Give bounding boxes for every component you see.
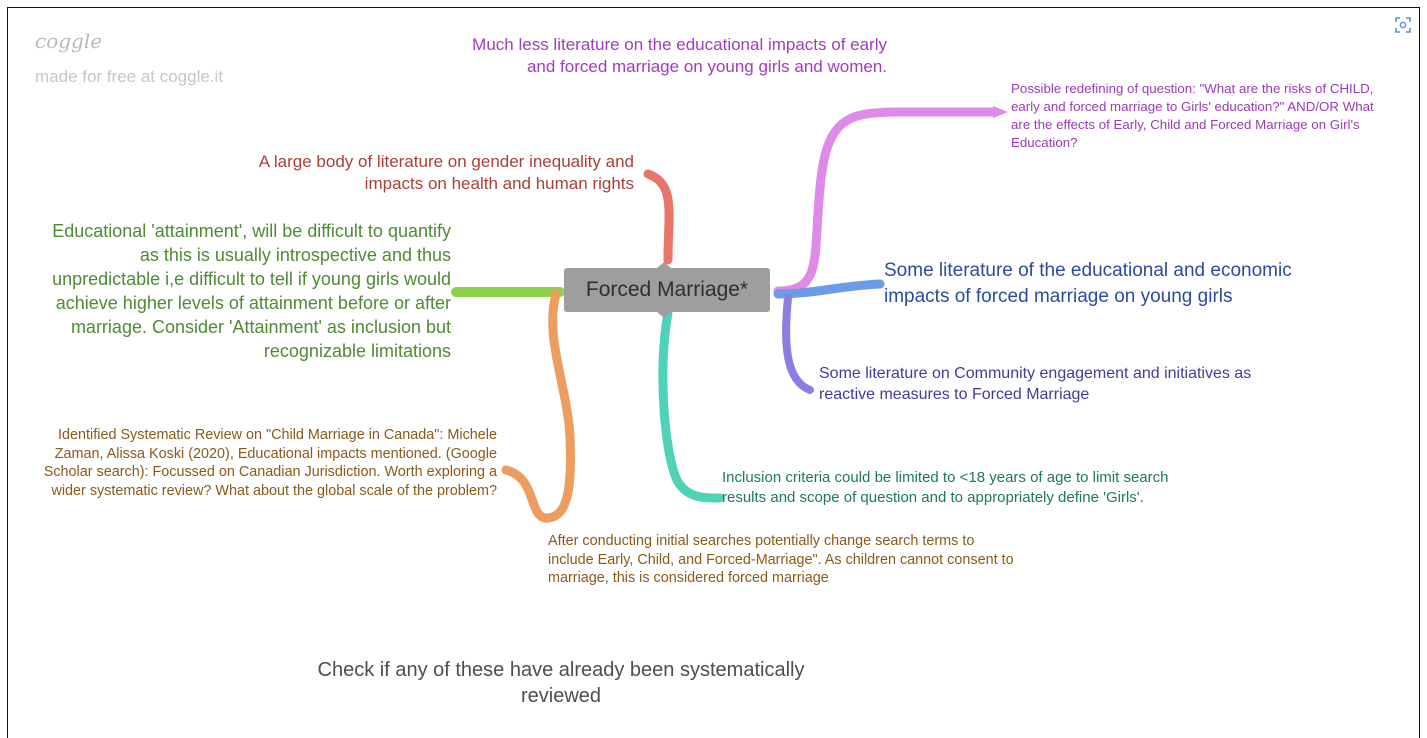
central-node-label: Forced Marriage* bbox=[585, 278, 749, 301]
central-node[interactable]: Forced Marriage* bbox=[564, 268, 770, 312]
coggle-logo: coggle bbox=[35, 29, 103, 53]
mindmap-canvas[interactable]: coggle made for free at coggle.it Forced… bbox=[7, 7, 1420, 738]
center-node-notch bbox=[656, 311, 672, 318]
center-node-notch bbox=[656, 262, 672, 269]
node-orange-left[interactable]: Identified Systematic Review on "Child M… bbox=[43, 427, 497, 500]
fit-screen-icon[interactable] bbox=[1395, 17, 1411, 33]
branch-blue bbox=[773, 279, 885, 299]
free-text-node[interactable]: Check if any of these have already been … bbox=[317, 659, 805, 708]
coggle-tagline[interactable]: made for free at coggle.it bbox=[35, 67, 224, 86]
node-teal[interactable]: Inclusion criteria could be limited to <… bbox=[722, 469, 1169, 506]
branch-indigo bbox=[782, 294, 814, 394]
node-blue[interactable]: Some literature of the educational and e… bbox=[884, 260, 1292, 307]
node-green[interactable]: Educational 'attainment', will be diffic… bbox=[52, 221, 451, 361]
node-purple-right[interactable]: Possible redefining of question: "What a… bbox=[1011, 81, 1374, 150]
branch-purple bbox=[773, 107, 998, 296]
branch-teal bbox=[658, 308, 725, 503]
branch-connectors bbox=[451, 106, 1008, 523]
branch-orange bbox=[501, 289, 575, 523]
branch-purple-tip bbox=[993, 106, 1008, 118]
node-indigo[interactable]: Some literature on Community engagement … bbox=[819, 365, 1252, 403]
node-red[interactable]: A large body of literature on gender ine… bbox=[258, 152, 634, 194]
node-orange-bottom[interactable]: After conducting initial searches potent… bbox=[548, 533, 1014, 587]
node-purple-top[interactable]: Much less literature on the educational … bbox=[472, 35, 887, 77]
branch-red bbox=[643, 169, 674, 265]
